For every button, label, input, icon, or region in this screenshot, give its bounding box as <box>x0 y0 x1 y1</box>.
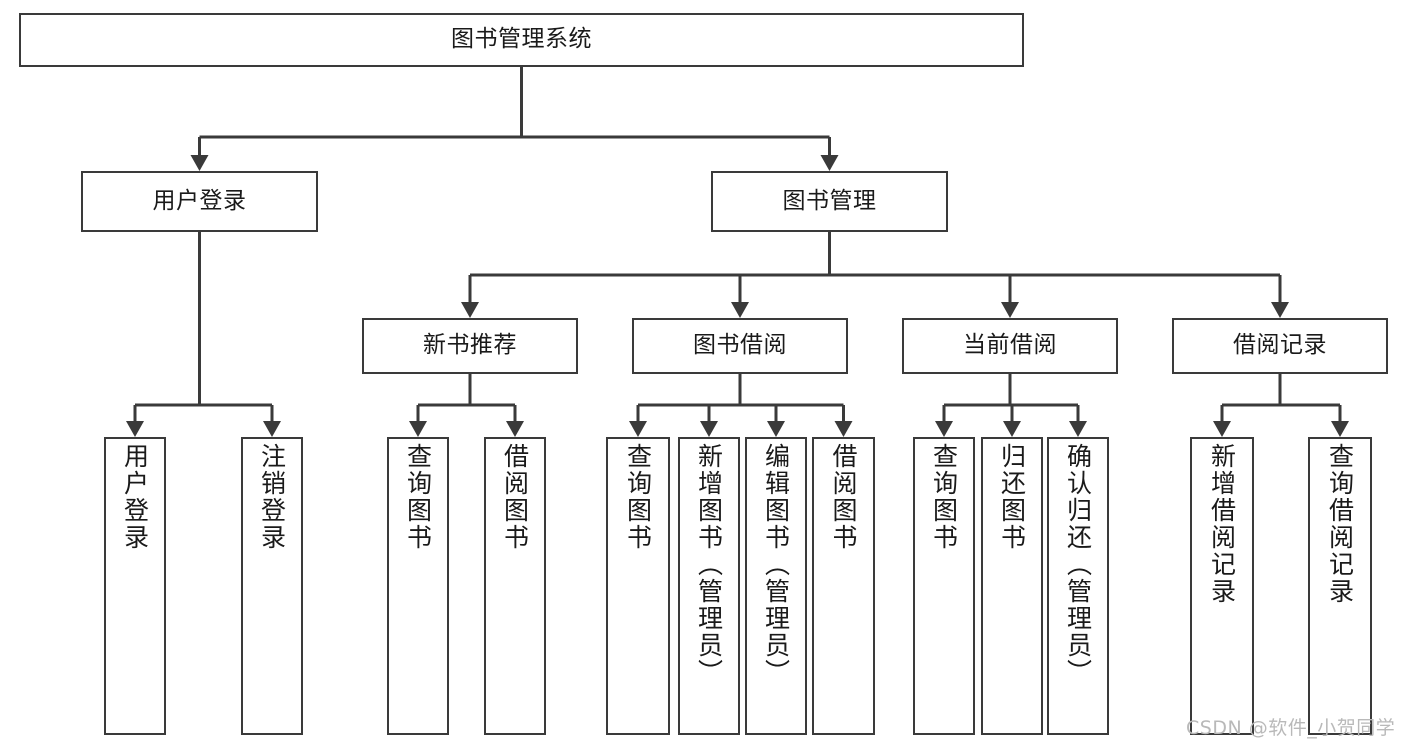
node-borrow-record[interactable]: 借阅记录 <box>1172 318 1388 374</box>
arrow-head <box>834 421 853 437</box>
arrow-head <box>1001 302 1019 318</box>
arrow-head <box>1003 421 1021 437</box>
node-label: 查询图书 <box>623 443 653 551</box>
node-label: 归还图书 <box>997 443 1027 551</box>
node-leaf-borrow-1[interactable]: 借阅图书 <box>484 437 546 735</box>
node-label: 当前借阅 <box>963 332 1057 359</box>
node-label: 图书管理系统 <box>451 26 592 53</box>
arrow-head <box>700 421 718 437</box>
node-label: 图书借阅 <box>693 332 787 359</box>
node-leaf-borrow-2[interactable]: 借阅图书 <box>812 437 875 735</box>
node-leaf-query-1[interactable]: 查询图书 <box>387 437 449 735</box>
arrow-head <box>263 421 281 437</box>
node-label: 确认归还（管理员） <box>1063 443 1093 686</box>
node-leaf-query-2[interactable]: 查询图书 <box>606 437 670 735</box>
arrow-head <box>1331 421 1349 437</box>
node-book-manage[interactable]: 图书管理 <box>711 171 948 232</box>
arrow-head <box>731 302 749 318</box>
arrow-head <box>820 155 839 171</box>
node-leaf-add-book[interactable]: 新增图书（管理员） <box>678 437 740 735</box>
node-label: 用户登录 <box>152 187 247 214</box>
watermark: CSDN @软件_小贺同学 <box>1186 717 1396 739</box>
node-user-login[interactable]: 用户登录 <box>81 171 318 232</box>
node-leaf-edit-book[interactable]: 编辑图书（管理员） <box>745 437 807 735</box>
node-label: 图书管理 <box>782 187 877 214</box>
arrow-head <box>1213 421 1231 437</box>
arrow-head <box>506 421 524 437</box>
node-label: 查询图书 <box>403 443 433 551</box>
node-leaf-logout[interactable]: 注销登录 <box>241 437 303 735</box>
node-label: 注销登录 <box>257 443 287 551</box>
arrow-head <box>935 421 953 437</box>
node-leaf-add-rec[interactable]: 新增借阅记录 <box>1190 437 1254 735</box>
node-book-borrow[interactable]: 图书借阅 <box>632 318 848 374</box>
node-label: 借阅图书 <box>500 443 530 551</box>
node-label: 编辑图书（管理员） <box>761 443 791 686</box>
node-label: 新增借阅记录 <box>1207 443 1237 605</box>
node-label: 查询借阅记录 <box>1325 443 1355 605</box>
node-root[interactable]: 图书管理系统 <box>19 13 1024 67</box>
node-label: 查询图书 <box>929 443 959 551</box>
arrow-head <box>629 421 647 437</box>
arrow-head <box>126 421 144 437</box>
node-leaf-query-rec[interactable]: 查询借阅记录 <box>1308 437 1372 735</box>
arrow-head <box>409 421 427 437</box>
node-leaf-confirm[interactable]: 确认归还（管理员） <box>1047 437 1109 735</box>
arrow-head <box>767 421 785 437</box>
arrow-head <box>1069 421 1087 437</box>
node-label: 新书推荐 <box>423 332 517 359</box>
arrow-head <box>461 302 479 318</box>
node-label: 新增图书（管理员） <box>694 443 724 686</box>
node-new-book-rec[interactable]: 新书推荐 <box>362 318 578 374</box>
node-leaf-user-login[interactable]: 用户登录 <box>104 437 166 735</box>
node-label: 用户登录 <box>120 443 150 551</box>
node-current-borrow[interactable]: 当前借阅 <box>902 318 1118 374</box>
node-leaf-query-3[interactable]: 查询图书 <box>913 437 975 735</box>
node-leaf-return[interactable]: 归还图书 <box>981 437 1043 735</box>
node-label: 借阅记录 <box>1233 332 1327 359</box>
node-label: 借阅图书 <box>829 443 858 551</box>
arrow-head <box>190 155 209 171</box>
arrow-head <box>1271 302 1289 318</box>
